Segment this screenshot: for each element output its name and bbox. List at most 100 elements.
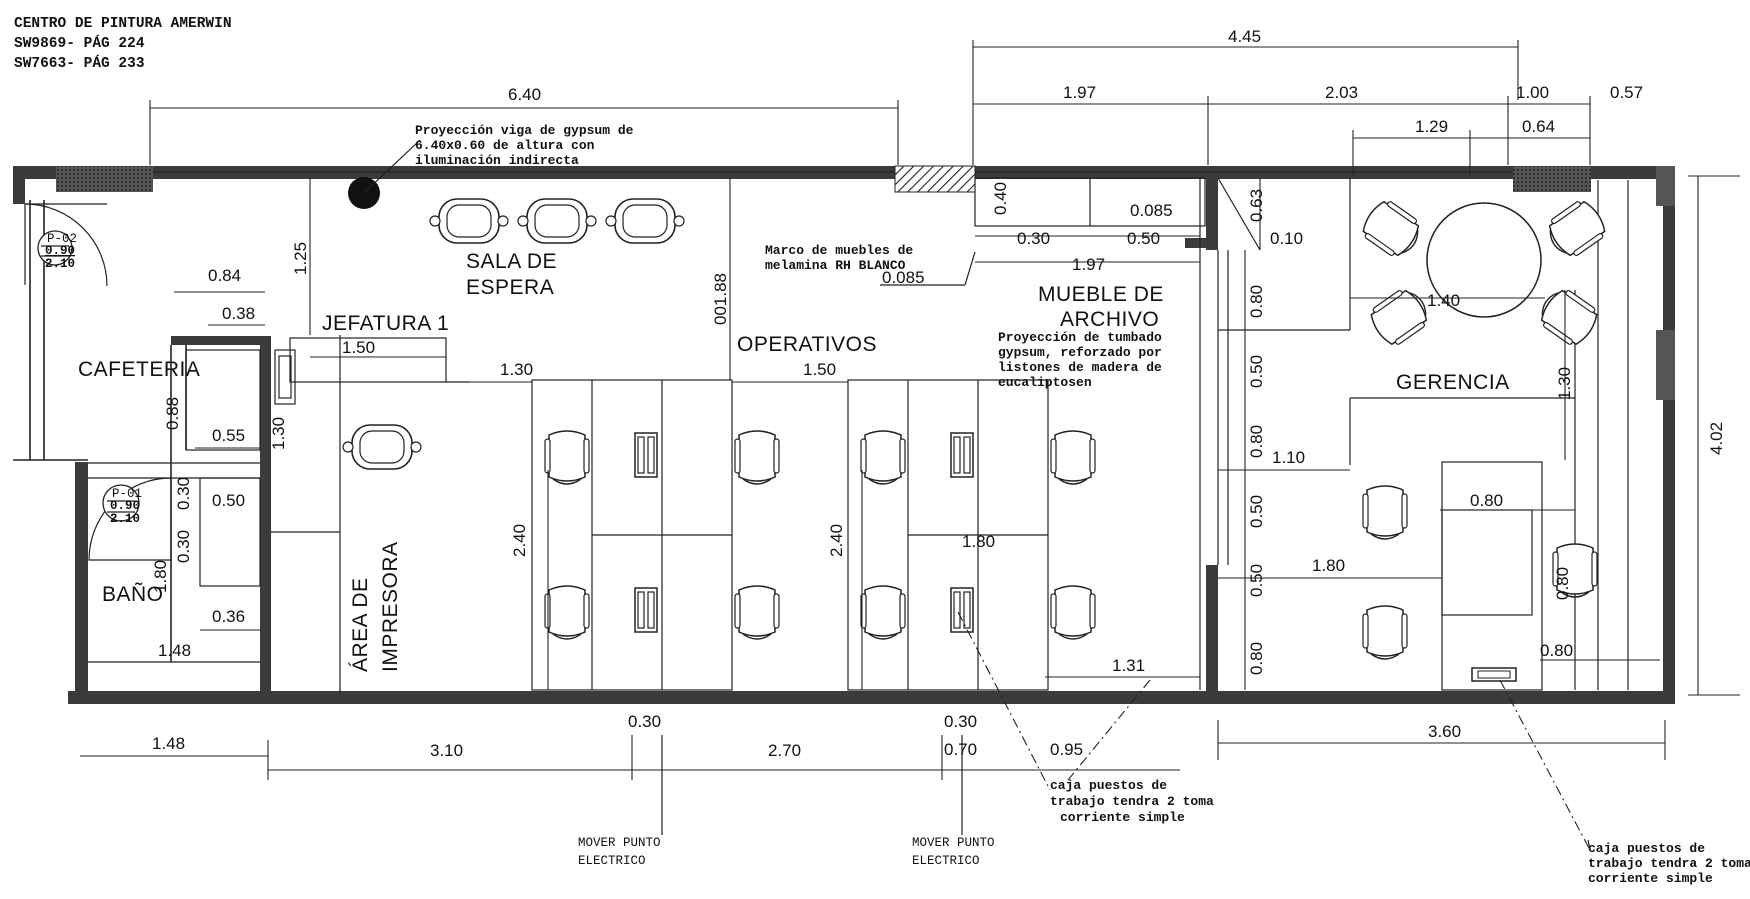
- dim-080e: 0.80: [1553, 567, 1572, 600]
- dim-010: 0.10: [1270, 229, 1303, 248]
- dim-180c: 1.80: [1312, 556, 1345, 575]
- title-line-2: SW9869- PÁG 224: [14, 34, 145, 52]
- dim-030c: 0.30: [174, 530, 193, 563]
- door-p02-height: 2.10: [45, 257, 75, 271]
- dim-640: 6.40: [508, 85, 541, 104]
- dim-150b: 1.50: [803, 360, 836, 379]
- note-viga-3: iluminación indirecta: [415, 153, 579, 168]
- jefatura-desk: [289, 337, 470, 470]
- dim-203: 2.03: [1325, 83, 1358, 102]
- dim-050a: 0.50: [1127, 229, 1160, 248]
- note-mover1-1: MOVER PUNTO: [578, 836, 661, 850]
- dim-180b: 1.80: [962, 532, 995, 551]
- note-caja1-1: caja puestos de: [1050, 778, 1167, 793]
- waiting-room-armchairs: [429, 198, 685, 244]
- room-mueble-line2: ARCHIVO: [1060, 308, 1159, 331]
- room-gerencia: GERENCIA: [1396, 371, 1510, 394]
- workstation-cluster-1: [531, 379, 780, 691]
- dim-402: 4.02: [1707, 422, 1726, 455]
- dim-110: 1.10: [1272, 448, 1305, 467]
- dim-080d: 0.80: [1470, 491, 1503, 510]
- room-sala-line2: ESPERA: [466, 276, 554, 299]
- title-line-1: CENTRO DE PINTURA AMERWIN: [14, 16, 232, 32]
- note-mover1-2: ELECTRICO: [578, 854, 646, 868]
- note-caja1-3: corriente simple: [1060, 810, 1185, 825]
- dim-240a: 2.40: [510, 524, 529, 557]
- dim-180a: 1.80: [151, 560, 170, 593]
- note-viga-1: Proyección viga de gypsum de: [415, 123, 634, 138]
- dim-240b: 2.40: [827, 524, 846, 557]
- note-caja2-2: trabajo tendra 2 toma: [1588, 856, 1750, 871]
- note-caja1-2: trabajo tendra 2 toma: [1050, 794, 1214, 809]
- dim-050b: 0.50: [212, 491, 245, 510]
- dim-100: 1.00: [1516, 83, 1549, 102]
- dim-197b: 1.97: [1072, 255, 1105, 274]
- dim-095: 0.95: [1050, 740, 1083, 759]
- note-tumbado-4: eucaliptosen: [998, 375, 1092, 390]
- dim-050e: 0.50: [1247, 564, 1266, 597]
- dim-148a: 1.48: [158, 641, 191, 660]
- dim-310: 3.10: [430, 741, 463, 760]
- room-area-line1: ÁREA DE: [349, 577, 372, 672]
- dim-0085a: 0.085: [1130, 201, 1173, 220]
- dim-197a: 1.97: [1063, 83, 1096, 102]
- dim-038: 0.38: [222, 304, 255, 323]
- room-mueble-line1: MUEBLE DE: [1038, 283, 1164, 306]
- exterior-walls: [13, 165, 1675, 704]
- dim-125: 1.25: [291, 242, 310, 275]
- dim-150a: 1.50: [342, 338, 375, 357]
- dim-050d: 0.50: [1247, 495, 1266, 528]
- room-operativos: OPERATIVOS: [737, 333, 877, 356]
- leader-lines: [661, 251, 1591, 851]
- meeting-table: [1356, 195, 1612, 351]
- dim-131: 1.31: [1112, 656, 1145, 675]
- note-marco-2: melamina RH BLANCO: [765, 258, 906, 273]
- dim-080c: 0.80: [1247, 642, 1266, 675]
- dim-148b: 1.48: [152, 734, 185, 753]
- dimension-lines: [80, 40, 1740, 780]
- bathroom-fixtures: [185, 349, 296, 587]
- dim-030e: 0.30: [944, 712, 977, 731]
- dim-036: 0.36: [212, 607, 245, 626]
- note-caja2-3: corriente simple: [1588, 871, 1713, 886]
- dim-030b: 0.30: [174, 477, 193, 510]
- note-marco-1: Marco de muebles de: [765, 243, 913, 258]
- door-p01-width: 0.90: [110, 499, 140, 513]
- dim-130a: 1.30: [500, 360, 533, 379]
- note-tumbado-1: Proyección de tumbado: [998, 330, 1162, 345]
- dim-080b: 0.80: [1247, 425, 1266, 458]
- dim-057: 0.57: [1610, 83, 1643, 102]
- dim-080a: 0.80: [1247, 285, 1266, 318]
- door-p02-width: 0.90: [45, 244, 75, 258]
- room-jefatura: JEFATURA 1: [322, 312, 449, 335]
- dim-130b: 1.30: [269, 417, 288, 450]
- door-p02: [24, 203, 108, 287]
- dim-130c: 1.30: [1555, 367, 1574, 400]
- dim-188: 001.88: [711, 273, 730, 325]
- dim-070: 0.70: [944, 740, 977, 759]
- note-mover2-1: MOVER PUNTO: [912, 836, 995, 850]
- note-caja2-1: caja puestos de: [1588, 841, 1705, 856]
- dim-050c: 0.50: [1247, 355, 1266, 388]
- dim-129: 1.29: [1415, 117, 1448, 136]
- door-p01: [88, 477, 172, 561]
- dim-140: 1.40: [1427, 291, 1460, 310]
- note-tumbado-2: gypsum, reforzado por: [998, 345, 1162, 360]
- note-tumbado-3: listones de madera de: [998, 360, 1162, 375]
- dim-270: 2.70: [768, 741, 801, 760]
- dim-445: 4.45: [1228, 27, 1261, 46]
- door-p02-code: P-02: [47, 232, 77, 246]
- room-area-line2: IMPRESORA: [379, 541, 402, 672]
- dim-030a: 0.30: [1017, 229, 1050, 248]
- dim-064: 0.64: [1522, 117, 1555, 136]
- room-bano: BAÑO: [102, 582, 164, 606]
- dim-0085b: 0.085: [882, 268, 925, 287]
- dim-084: 0.84: [208, 266, 241, 285]
- dim-040: 0.40: [991, 182, 1010, 215]
- dim-063: 0.63: [1247, 189, 1266, 222]
- archive-cabinet: [974, 177, 1206, 690]
- note-viga-2: 6.40x0.60 de altura con: [415, 138, 595, 153]
- door-p01-code: P-01: [112, 487, 142, 501]
- workstation-cluster-2: [847, 379, 1096, 691]
